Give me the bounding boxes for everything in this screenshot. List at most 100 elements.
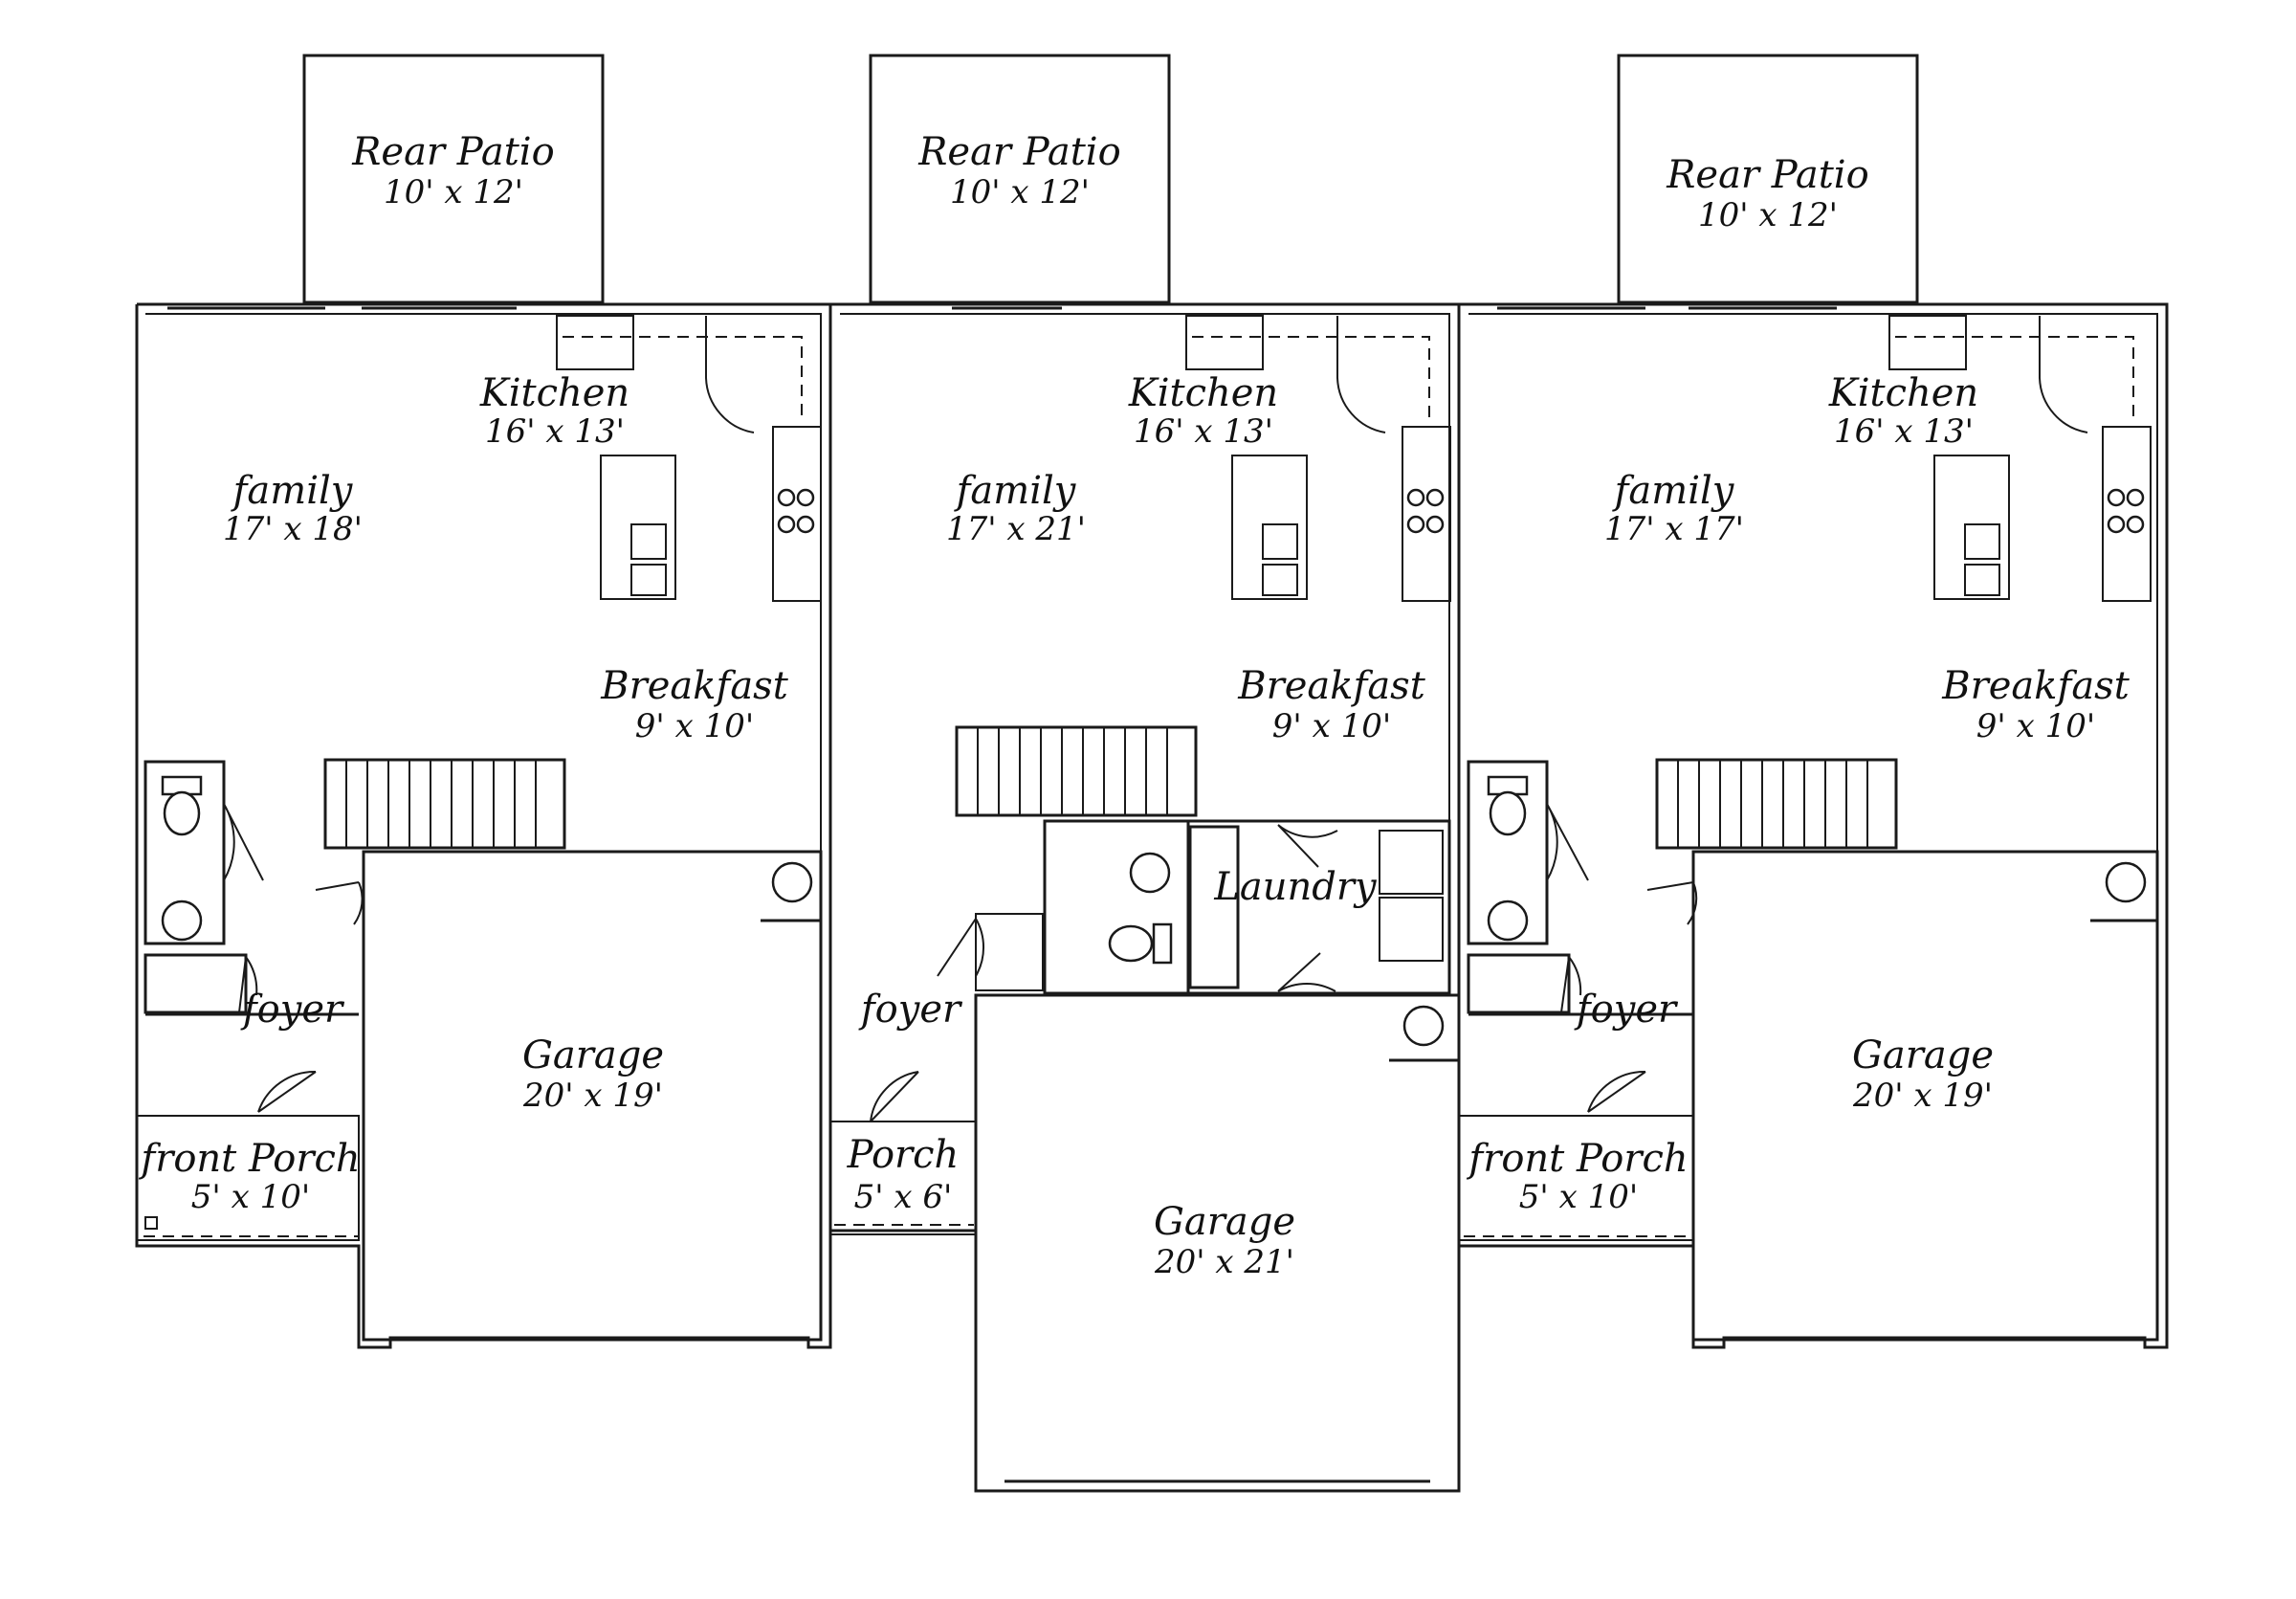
stairs: [955, 725, 1198, 817]
range-burner: [1425, 515, 1445, 534]
pantry-door: [705, 316, 755, 433]
garage-entry-door: [315, 881, 364, 925]
breakfast-label: Breakfast: [1237, 664, 1425, 708]
rear-patio-dim: 10' x 12': [1698, 196, 1838, 234]
sink-basin: [1964, 564, 2000, 596]
kitchen-label: Kitchen: [1128, 371, 1278, 415]
range-burner: [1425, 488, 1445, 507]
washer: [1379, 830, 1444, 895]
water-heater: [2105, 861, 2147, 903]
range-counter: [1402, 426, 1451, 602]
dryer: [1379, 897, 1444, 962]
closet-door: [937, 918, 985, 977]
kitchen-label: Kitchen: [479, 371, 629, 415]
range-counter: [772, 426, 822, 602]
sink-basin: [1262, 523, 1298, 560]
porch-post: [144, 1216, 158, 1230]
range-burner: [796, 488, 815, 507]
toilet-tank: [1152, 922, 1173, 965]
laundry-counter: [1188, 825, 1240, 989]
kitchen-dim: 16' x 13': [1834, 412, 1974, 451]
garage-entry-door: [1646, 881, 1698, 925]
porch-dim: 5' x 10': [1519, 1178, 1638, 1216]
range-burner: [777, 515, 796, 534]
breakfast-dim: 9' x 10': [1272, 707, 1391, 745]
garage-outline: [362, 850, 823, 1342]
unit-center: Rear Patio 10' x 12' Kitchen 16' x 13' f…: [829, 54, 1461, 1493]
range-burner: [2126, 488, 2145, 507]
garage-dim: 20' x 19': [1852, 1077, 1993, 1115]
kitchen-counter-outline: [563, 336, 803, 421]
kitchen-upper-cabinet: [1888, 315, 1967, 370]
coat-closet: [975, 913, 1044, 991]
laundry-label: Laundry: [1213, 865, 1378, 909]
pantry-door: [1336, 316, 1386, 433]
rear-patio-label: Rear Patio: [917, 130, 1120, 174]
range-burner: [796, 515, 815, 534]
kitchen-label: Kitchen: [1828, 371, 1978, 415]
breakfast-label: Breakfast: [600, 664, 788, 708]
garage-label: Garage: [1852, 1033, 1994, 1077]
garage-label: Garage: [1154, 1200, 1295, 1244]
entry-door: [1587, 1070, 1646, 1113]
kitchen-dim: 16' x 13': [485, 412, 625, 451]
porch-dim: 5' x 10': [191, 1178, 310, 1216]
toilet-bowl: [163, 790, 201, 836]
stairs: [1655, 758, 1898, 850]
rear-patio-outline: [1617, 54, 1919, 304]
powder-room: [1467, 760, 1549, 945]
kitchen-counter-outline: [1895, 336, 2134, 421]
stair-treads: [1677, 760, 1868, 848]
rear-patio-label: Rear Patio: [351, 130, 554, 174]
water-heater: [771, 861, 813, 903]
laundry-room: [1186, 819, 1451, 995]
breakfast-dim: 9' x 10': [1976, 707, 2095, 745]
powder-room: [144, 760, 226, 945]
family-label: family: [954, 469, 1077, 513]
range-burner: [2107, 488, 2126, 507]
kitchen-island: [1933, 455, 2010, 600]
sink: [161, 899, 203, 942]
stairs: [323, 758, 566, 850]
stair-treads: [977, 727, 1168, 815]
front-porch: [136, 1115, 360, 1241]
foyer-label: foyer: [1574, 988, 1679, 1032]
breakfast-label: Breakfast: [1941, 664, 2130, 708]
sink-basin: [1262, 564, 1298, 596]
coat-closet: [144, 953, 248, 1014]
range-counter: [2102, 426, 2152, 602]
toilet-bowl: [1108, 924, 1154, 963]
porch-label: Porch: [847, 1133, 960, 1177]
entry-door: [870, 1071, 919, 1122]
coat-closet: [1467, 953, 1571, 1014]
laundry-door: [1277, 824, 1338, 868]
garage-outline: [974, 993, 1461, 1493]
range-burner: [777, 488, 796, 507]
unit-interior-outline: [840, 313, 1450, 995]
rear-patio-dim: 10' x 12': [384, 173, 523, 211]
garage-dim: 20' x 19': [522, 1077, 663, 1115]
family-dim: 17' x 17': [1604, 510, 1744, 548]
sink-basin: [1964, 523, 2000, 560]
garage-label: Garage: [522, 1033, 664, 1077]
sink: [1487, 899, 1529, 942]
kitchen-island: [1231, 455, 1308, 600]
range-burner: [2107, 515, 2126, 534]
powder-door: [1546, 803, 1589, 881]
family-label: family: [231, 469, 354, 513]
range-burner: [2126, 515, 2145, 534]
porch-label: front Porch: [1466, 1137, 1688, 1181]
breakfast-dim: 9' x 10': [635, 707, 754, 745]
rear-patio-outline: [869, 54, 1171, 304]
family-dim: 17' x 18': [223, 510, 363, 548]
rear-patio-label: Rear Patio: [1666, 153, 1868, 197]
kitchen-upper-cabinet: [556, 315, 634, 370]
entry-door: [257, 1070, 317, 1113]
rear-patio-outline: [302, 54, 605, 304]
foyer-label: foyer: [858, 988, 963, 1032]
sink-basin: [630, 523, 667, 560]
rear-patio-dim: 10' x 12': [950, 173, 1090, 211]
unit-right: Rear Patio 10' x 12' Kitchen 16' x 13' f…: [1458, 54, 2169, 1349]
closet-door: [238, 956, 258, 1013]
